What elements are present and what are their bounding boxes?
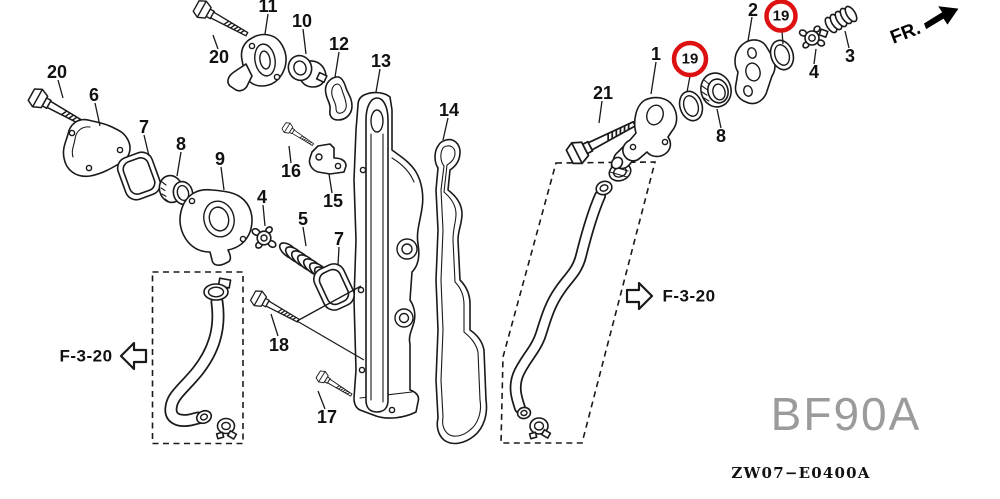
leader-line xyxy=(57,79,64,99)
cover-6 xyxy=(62,118,131,178)
part-number-label: 3 xyxy=(845,46,855,66)
left-arrow-icon xyxy=(119,341,148,371)
part-number-label: 7 xyxy=(139,117,149,137)
valve-4-right xyxy=(798,25,829,49)
leader-line xyxy=(334,51,340,78)
part-number-label: 1 xyxy=(651,44,661,64)
part-number-label: 11 xyxy=(258,0,277,16)
leader-line xyxy=(328,173,333,194)
o-ring-19-right xyxy=(769,39,795,71)
part-number-label: 4 xyxy=(257,187,267,207)
part-number-label: 12 xyxy=(329,34,349,54)
leader-line xyxy=(598,100,603,124)
part-number-label: 5 xyxy=(298,209,308,229)
leader-line xyxy=(143,134,150,157)
gasket-14 xyxy=(434,138,488,445)
dashed-box-right xyxy=(500,161,657,444)
hose-clamp-bottom xyxy=(215,417,238,440)
part-number-label: 8 xyxy=(176,134,186,154)
left-hose-assembly xyxy=(151,271,244,445)
highlight-circle xyxy=(671,40,709,78)
part-number-label: 21 xyxy=(593,83,613,103)
bolt-20-top xyxy=(190,0,252,43)
bolt-16 xyxy=(280,120,317,150)
leader-line xyxy=(781,30,784,45)
part-number-label: 2 xyxy=(748,0,758,20)
leader-line xyxy=(94,102,101,127)
leader-line xyxy=(212,34,219,50)
model-watermark: BF90A xyxy=(771,388,922,440)
leader-line xyxy=(337,246,340,266)
diagram-code: ZW07−E0400A xyxy=(731,464,870,482)
dashed-box-left xyxy=(151,271,244,445)
part-number-label: 9 xyxy=(215,149,225,169)
seal-8-right xyxy=(700,72,732,108)
connector-10 xyxy=(287,54,328,88)
leader-line xyxy=(176,151,182,177)
thermostat-cover-1 xyxy=(610,96,678,170)
ref-label-right: F-3-20 xyxy=(662,287,715,306)
leader-line xyxy=(262,204,266,227)
leader-line xyxy=(270,313,279,337)
o-ring-19-left xyxy=(678,90,704,122)
part-number-label: 15 xyxy=(323,191,343,211)
fr-arrow-icon xyxy=(923,6,959,30)
leader-line xyxy=(302,226,307,247)
part-number-label: 16 xyxy=(281,161,301,181)
part-number-label: 18 xyxy=(269,335,289,355)
part-number-label: 6 xyxy=(89,85,99,105)
leader-line xyxy=(296,285,362,322)
ref-label-left: F-3-20 xyxy=(59,347,112,366)
spring-3 xyxy=(824,5,858,34)
leader-line xyxy=(650,61,657,95)
leader-line xyxy=(317,390,326,410)
leader-line xyxy=(288,145,292,164)
leader-line xyxy=(716,108,722,129)
part-number-label: 17 xyxy=(317,407,337,427)
leader-line xyxy=(686,75,691,93)
part-number-label: 14 xyxy=(439,100,459,120)
leader-line xyxy=(375,68,381,93)
highlighted-part-number: 19 xyxy=(773,8,790,25)
bracket-15 xyxy=(308,143,347,175)
gasket-7-left xyxy=(116,151,162,201)
leader-line xyxy=(844,30,850,49)
leader-lines xyxy=(57,13,850,410)
part-number-label: 13 xyxy=(371,51,391,71)
highlighted-part-number: 19 xyxy=(682,51,699,68)
part-number-label: 20 xyxy=(47,62,67,82)
bolt-18 xyxy=(248,287,303,329)
oil-cooler-cover-13 xyxy=(353,91,424,419)
highlight-circle xyxy=(764,0,798,33)
hose-clamp-top xyxy=(203,277,232,301)
part-number-label: 7 xyxy=(334,229,344,249)
part-number-label: 20 xyxy=(209,47,229,67)
leader-line xyxy=(220,166,225,191)
leader-line xyxy=(813,48,817,65)
joint-11 xyxy=(227,33,287,92)
right-arrow-icon xyxy=(625,281,654,311)
leader-line xyxy=(264,13,269,35)
leader-line xyxy=(296,320,365,361)
right-hose-assembly xyxy=(500,161,657,444)
leader-line xyxy=(747,16,753,42)
bolt-17 xyxy=(314,368,356,401)
valve-4-left xyxy=(251,226,277,249)
plate-2 xyxy=(734,39,776,105)
part-number-label: 4 xyxy=(809,62,819,82)
leader-line xyxy=(302,28,307,55)
fr-direction-arrow: FR. xyxy=(888,6,959,49)
fr-label: FR. xyxy=(888,18,924,49)
ref-arrow-left: F-3-20 xyxy=(59,341,148,371)
part-number-label: 10 xyxy=(292,11,312,31)
leader-line xyxy=(442,117,449,141)
thermostat-housing-9 xyxy=(179,188,253,266)
part-number-label: 8 xyxy=(716,126,726,146)
ref-arrow-right: F-3-20 xyxy=(625,281,715,311)
hose-clamp-bottom-right xyxy=(528,417,552,440)
gasket-7-lower xyxy=(313,263,355,311)
gasket-12 xyxy=(324,76,353,121)
